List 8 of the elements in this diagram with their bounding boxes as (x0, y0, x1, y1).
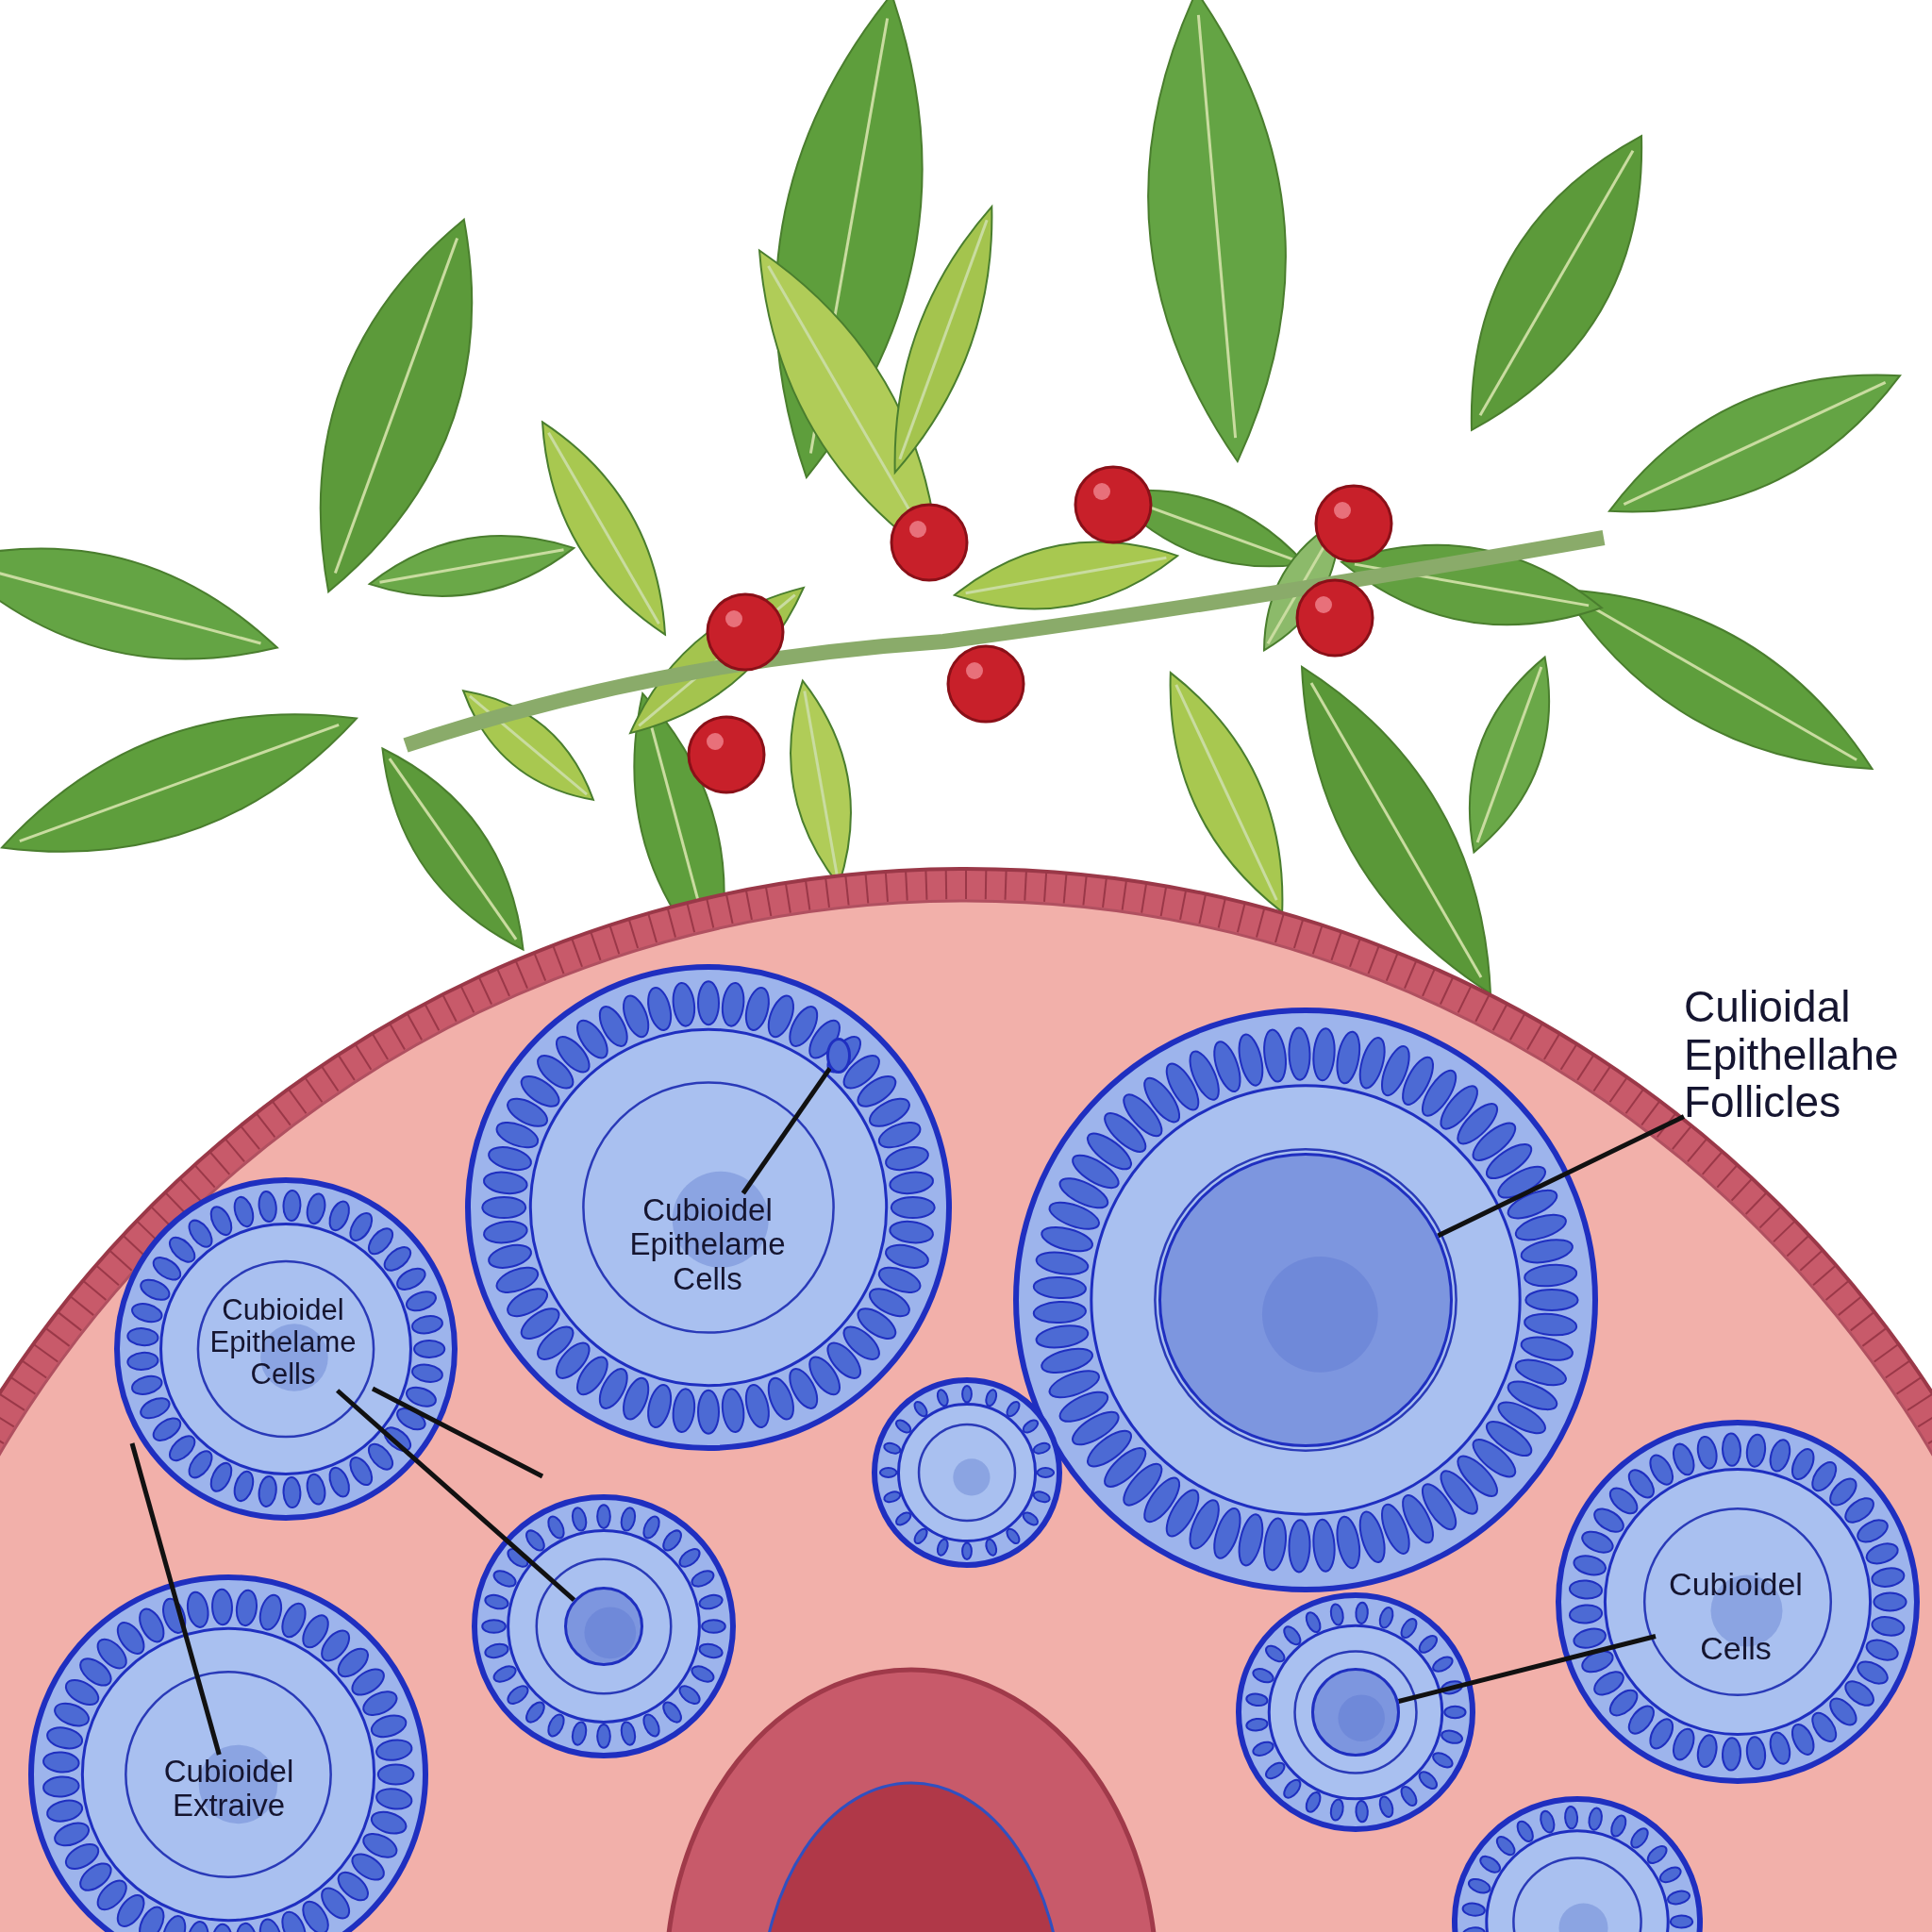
leader-line (741, 1066, 832, 1195)
leader-line (1437, 1114, 1686, 1239)
leader-line (129, 1442, 222, 1756)
leader-line (371, 1386, 544, 1479)
callout-label: Culioidal Epithellahe Follicles (1684, 983, 1932, 1126)
leader-line (335, 1389, 576, 1603)
cell-nucleus (1311, 1668, 1400, 1757)
leader-line (1397, 1634, 1657, 1704)
